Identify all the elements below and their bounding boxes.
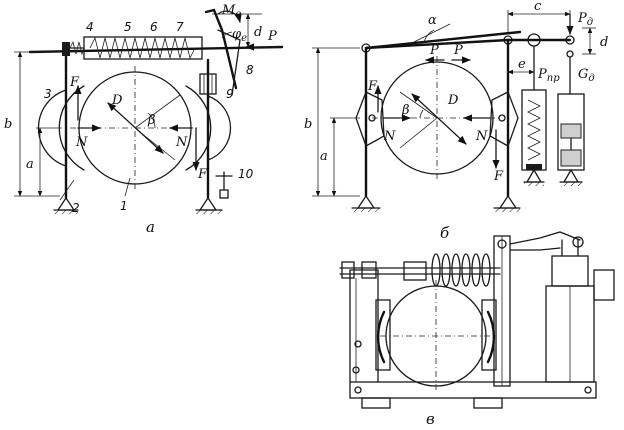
label-e: e <box>518 57 526 72</box>
label-N-right: N <box>475 129 488 144</box>
label-F-left: F <box>367 79 378 94</box>
label-P-d: Pд <box>577 11 593 28</box>
label-F-left: F <box>69 75 80 90</box>
label-a: a <box>26 157 34 172</box>
label-moment: Me <box>221 3 241 20</box>
label-3: 3 <box>44 87 52 101</box>
label-beta: β <box>401 103 410 118</box>
label-c: c <box>534 0 542 14</box>
label-N-left: N <box>383 129 396 144</box>
label-P-mid2: P <box>453 43 463 58</box>
caption-b: б <box>440 224 450 242</box>
panel-v-brake-assembly-drawing: в <box>339 231 615 428</box>
label-2: 2 <box>72 201 80 215</box>
label-D: D <box>447 93 459 108</box>
label-a: a <box>320 149 328 164</box>
panel-a-drum-brake-scheme: 4 5 6 7 8 9 3 2 1 10 Me φe d P b a F F N… <box>4 3 284 236</box>
label-7: 7 <box>176 20 184 34</box>
label-6: 6 <box>150 20 158 34</box>
label-10: 10 <box>238 167 254 181</box>
label-alpha: α <box>428 13 437 28</box>
label-d: d <box>600 35 608 50</box>
label-N-right: N <box>175 135 188 150</box>
label-F-right: F <box>493 169 504 184</box>
label-8: 8 <box>246 63 254 77</box>
label-D: D <box>111 93 123 108</box>
label-G-d: Gд <box>578 67 595 84</box>
label-9: 9 <box>226 87 234 101</box>
label-b: b <box>304 117 312 132</box>
label-5: 5 <box>124 20 132 34</box>
caption-a: а <box>146 218 155 236</box>
label-d: d <box>254 25 262 40</box>
label-P-spring: Pпр <box>537 67 560 84</box>
label-b: b <box>4 117 12 132</box>
label-N-left: N <box>75 135 88 150</box>
caption-v: в <box>426 410 435 428</box>
label-P-mid1: P <box>429 43 439 58</box>
label-1: 1 <box>120 199 128 213</box>
label-4: 4 <box>86 20 94 34</box>
label-P: P <box>267 29 277 44</box>
panel-b-drum-brake-scheme: α c Pд d P P e Pпр Gд F F b a N N β D б <box>304 0 608 242</box>
label-beta: β <box>147 113 156 128</box>
label-phi: φe <box>232 27 247 44</box>
label-F-right: F <box>197 167 208 182</box>
spring-coil <box>431 253 491 287</box>
